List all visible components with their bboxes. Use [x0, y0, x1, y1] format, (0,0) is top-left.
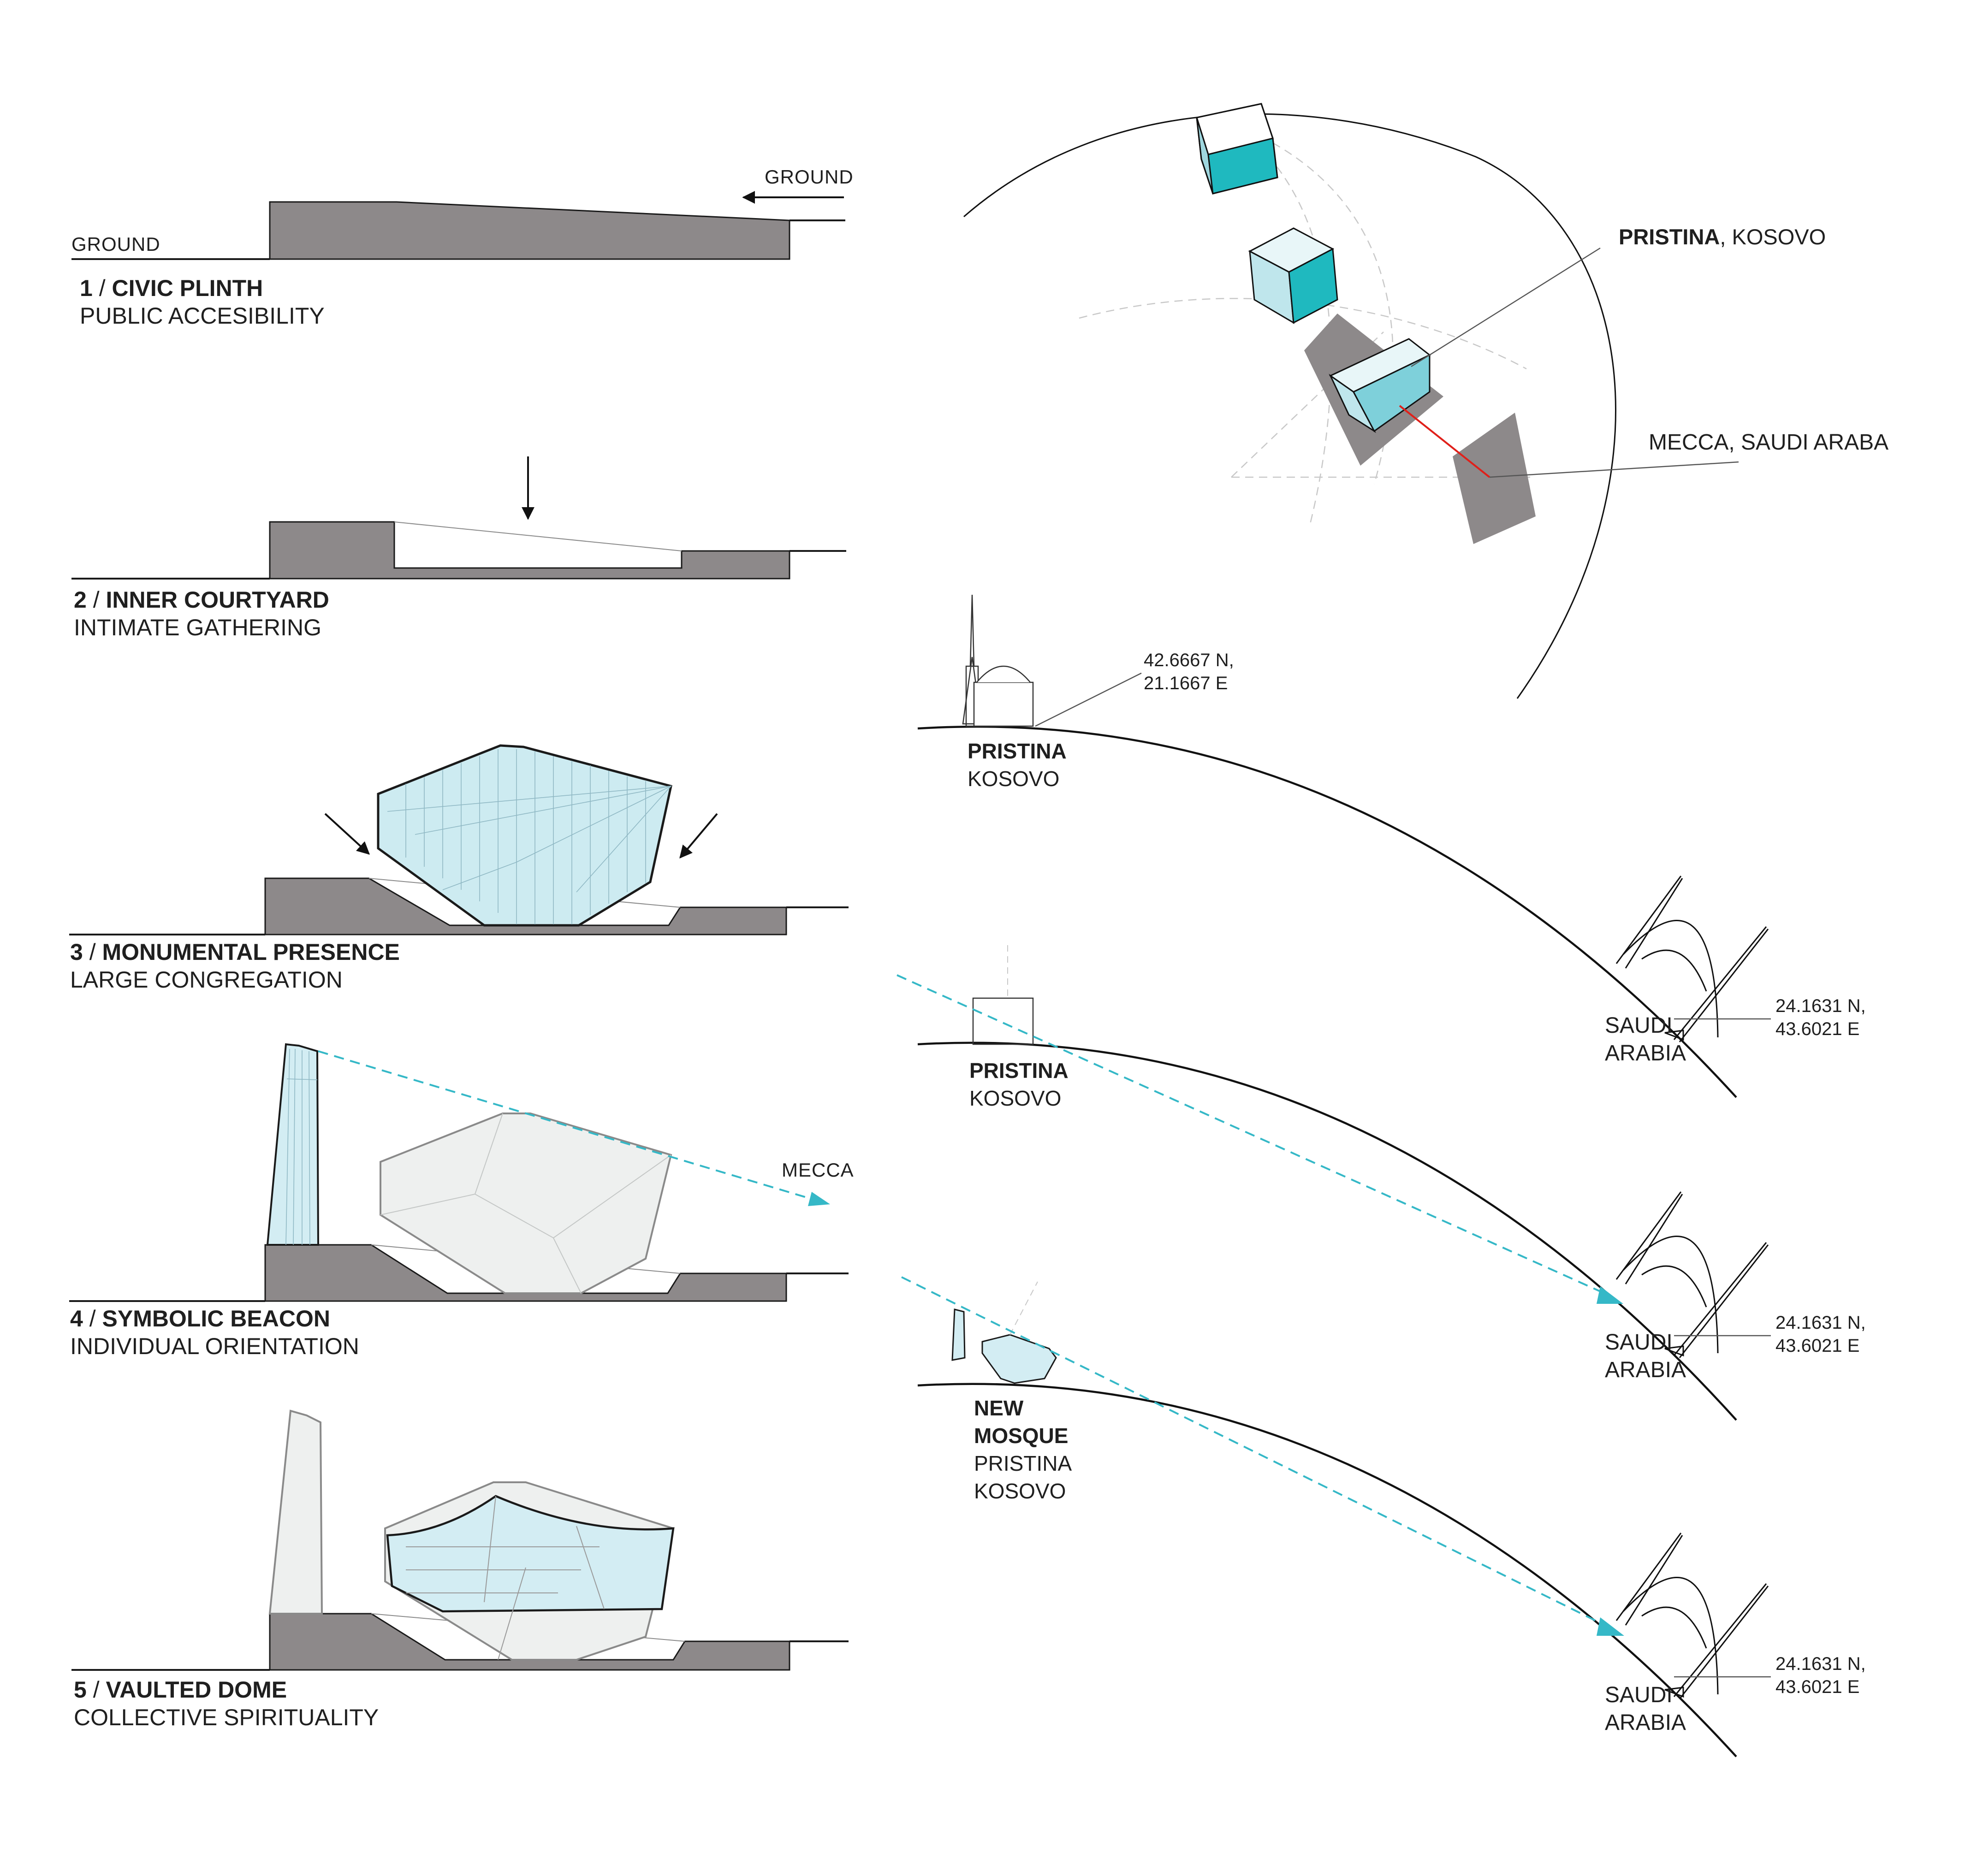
earth-curve — [917, 725, 1737, 1098]
dest-coord-2: 43.6021 E — [1775, 1677, 1859, 1697]
mecca-leader — [1489, 461, 1739, 478]
origin-label-2: MOSQUE — [974, 1424, 1068, 1448]
mecca-shadow — [1453, 413, 1536, 544]
origin-label-3: PRISTINA — [974, 1451, 1072, 1475]
globe-mecca-label: MECCA, SAUDI ARABA — [1649, 430, 1888, 455]
ground-label-right: GROUND — [765, 166, 854, 188]
ground-line — [71, 219, 845, 260]
globe-outline — [963, 113, 1616, 699]
earth-curve — [917, 1383, 1737, 1758]
origin-label-2: KOSOVO — [968, 767, 1059, 791]
pristina-leader — [1411, 247, 1601, 367]
dest-coord-2: 43.6021 E — [1775, 1019, 1859, 1039]
dest-coord-1: 24.1631 N, — [1775, 1654, 1866, 1674]
simple-mosque-icon — [972, 997, 1034, 1045]
earth-section-3: NEW MOSQUE PRISTINA KOSOVO 24.1631 N, 43… — [901, 1276, 1866, 1758]
origin-coord-2: 21.1667 E — [1144, 673, 1228, 693]
mecca-arrowhead-icon — [808, 1192, 830, 1206]
dest-coord-2: 43.6021 E — [1775, 1336, 1859, 1356]
mecca-direction-line — [318, 1050, 819, 1202]
right-diagonal-arrow-icon — [679, 813, 718, 859]
step-2-inner-courtyard: 2 / INNER COURTYARD INTIMATE GATHERING — [71, 456, 846, 640]
dest-label-1: SAUDI — [1605, 1683, 1673, 1707]
qibla-line — [1399, 405, 1490, 478]
destination-mosque-icon — [1615, 1191, 1769, 1358]
vaulted-dome-volume — [386, 1495, 675, 1613]
civic-plinth-shape — [269, 201, 790, 260]
step-5-heading: 5 / VAULTED DOME — [74, 1677, 287, 1703]
step-3-monumental-presence: 3 / MONUMENTAL PRESENCE LARGE CONGREGATI… — [69, 744, 849, 993]
step-4-subtitle: INDIVIDUAL ORIENTATION — [70, 1333, 359, 1359]
dest-coord-1: 24.1631 N, — [1775, 1313, 1866, 1333]
cube-middle-icon — [1248, 227, 1338, 324]
courtyard-plinth-shape — [269, 521, 790, 580]
step-3-subtitle: LARGE CONGREGATION — [70, 967, 343, 993]
existing-mosque-icon — [962, 594, 1034, 727]
ground-line — [69, 906, 849, 935]
globe-diagram: PRISTINA, KOSOVO MECCA, SAUDI ARABA — [963, 103, 1888, 699]
destination-mosque-icon — [1615, 1533, 1769, 1699]
step-1-heading: 1 / CIVIC PLINTH — [80, 275, 263, 301]
earth-section-1: 42.6667 N, 21.1667 E PRISTINA KOSOVO 24.… — [917, 594, 1866, 1098]
dest-label-1: SAUDI — [1605, 1330, 1673, 1355]
new-mosque-icon — [951, 1281, 1057, 1384]
origin-label-1: PRISTINA — [968, 739, 1067, 763]
ground-line — [69, 1272, 849, 1302]
mecca-arrow-label: MECCA — [782, 1159, 854, 1181]
dest-label-2: ARABIA — [1605, 1041, 1686, 1065]
step-2-subtitle: INTIMATE GATHERING — [74, 615, 321, 640]
qibla-arrowhead-icon — [1597, 1286, 1623, 1304]
origin-label-1: PRISTINA — [969, 1059, 1069, 1083]
step-4-heading: 4 / SYMBOLIC BEACON — [70, 1306, 330, 1332]
ground-label-left: GROUND — [71, 233, 160, 255]
left-diagonal-arrow-icon — [324, 813, 370, 855]
qibla-arrowhead-icon — [1597, 1617, 1624, 1636]
ghost-beacon-tower — [268, 1409, 323, 1615]
ghost-volume-edges — [380, 1113, 671, 1294]
destination-mosque-icon — [1615, 876, 1769, 1042]
ground-line — [71, 550, 846, 580]
volume-hatch — [387, 749, 672, 924]
origin-label-1: NEW — [974, 1396, 1024, 1420]
step-3-heading: 3 / MONUMENTAL PRESENCE — [70, 939, 400, 965]
beacon-tower — [266, 1043, 320, 1246]
origin-coord-1: 42.6667 N, — [1144, 650, 1234, 670]
step-4-symbolic-beacon: MECCA 4 / SYMBOLIC BEACON INDIVIDUAL ORI… — [69, 1043, 854, 1359]
globe-pristina-label: PRISTINA, KOSOVO — [1619, 225, 1826, 249]
cube-pristina-icon — [1329, 338, 1431, 433]
ground-line — [71, 1640, 849, 1671]
step-1-civic-plinth: GROUND GROUND 1 / CIVIC PLINTH PUBLIC AC… — [71, 166, 854, 329]
dest-label-2: ARABIA — [1605, 1358, 1686, 1382]
step-5-vaulted-dome: 5 / VAULTED DOME COLLECTIVE SPIRITUALITY — [71, 1409, 849, 1730]
step-1-subtitle: PUBLIC ACCESIBILITY — [80, 303, 325, 329]
ghost-volume — [380, 1113, 672, 1294]
step-2-heading: 2 / INNER COURTYARD — [74, 587, 329, 613]
origin-leader — [1035, 672, 1142, 727]
earth-section-2: PRISTINA KOSOVO 24.1631 N, 43.6021 E SAU… — [897, 945, 1866, 1421]
cube-top-icon — [1196, 103, 1278, 195]
roof-line — [394, 521, 682, 551]
qibla-direction-line — [897, 974, 1610, 1296]
step-5-subtitle: COLLECTIVE SPIRITUALITY — [74, 1704, 379, 1730]
dest-coord-1: 24.1631 N, — [1775, 996, 1866, 1016]
dest-label-2: ARABIA — [1605, 1710, 1686, 1735]
origin-label-4: KOSOVO — [974, 1479, 1066, 1503]
dest-label-1: SAUDI — [1605, 1013, 1673, 1038]
monumental-volume — [377, 744, 672, 927]
origin-label-2: KOSOVO — [969, 1086, 1061, 1110]
